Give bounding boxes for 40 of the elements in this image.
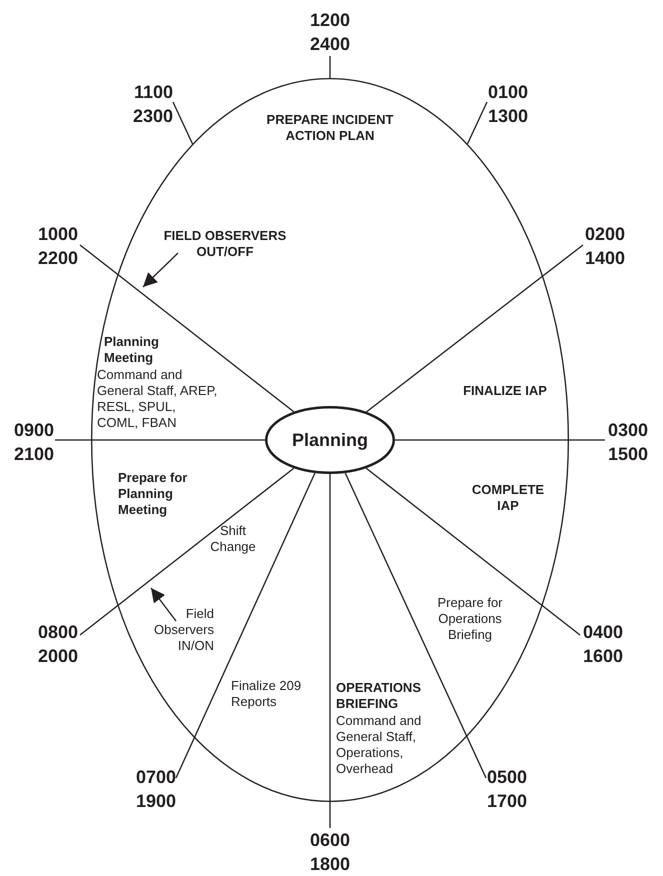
spoke-line [55, 439, 265, 441]
time-label: 1100 2300 [123, 80, 173, 128]
spoke-line [80, 244, 294, 412]
phase-text: Command and General Staff, Operations, Overhead [336, 713, 422, 777]
spoke-line [80, 468, 294, 636]
note-text: FIELD OBSERVERS OUT/OFF [160, 228, 290, 262]
spoke-line [344, 472, 487, 778]
spoke-line [366, 468, 580, 636]
phase-heading: FINALIZE IAP [462, 383, 548, 399]
time-label: 0800 2000 [28, 620, 78, 668]
spoke-line [366, 244, 584, 412]
note-text: Field Observers IN/ON [132, 606, 214, 656]
phase-text: Shift Change [209, 523, 257, 555]
spoke-line [466, 102, 488, 144]
spoke-line [172, 102, 194, 144]
spoke-line [329, 474, 331, 828]
time-label: 0700 1900 [126, 765, 176, 813]
phase-heading: COMPLETE IAP [470, 482, 546, 514]
time-label: 1000 2200 [28, 222, 78, 270]
phase-text: Command and General Staff, AREP, RESL, SPUL, COML, FBAN [97, 367, 218, 431]
process-ellipse: Planning [265, 406, 395, 474]
time-label: 0900 2100 [4, 418, 54, 466]
phase-heading: OPERATIONS BRIEFING [336, 680, 422, 712]
time-label: 0100 1300 [488, 80, 538, 128]
time-label: 0300 1500 [608, 418, 658, 466]
phase-heading: PREPARE INCIDENT ACTION PLAN [266, 112, 394, 144]
spoke-line [175, 472, 316, 778]
arrow [150, 588, 177, 622]
time-label: 1200 2400 [300, 8, 360, 56]
time-label: 0500 1700 [487, 765, 537, 813]
spoke-line [329, 56, 331, 78]
phase-heading: Prepare for Planning Meeting [118, 470, 188, 518]
spoke-line [395, 439, 605, 441]
phase-heading: Planning Meeting [104, 334, 160, 366]
time-label: 0200 1400 [585, 222, 635, 270]
time-label: 0600 1800 [305, 828, 355, 876]
time-label: 0400 1600 [583, 620, 633, 668]
phase-text: Finalize 209 Reports [231, 678, 302, 710]
phase-text: Prepare for Operations Briefing [436, 595, 504, 643]
arrow [142, 252, 178, 288]
